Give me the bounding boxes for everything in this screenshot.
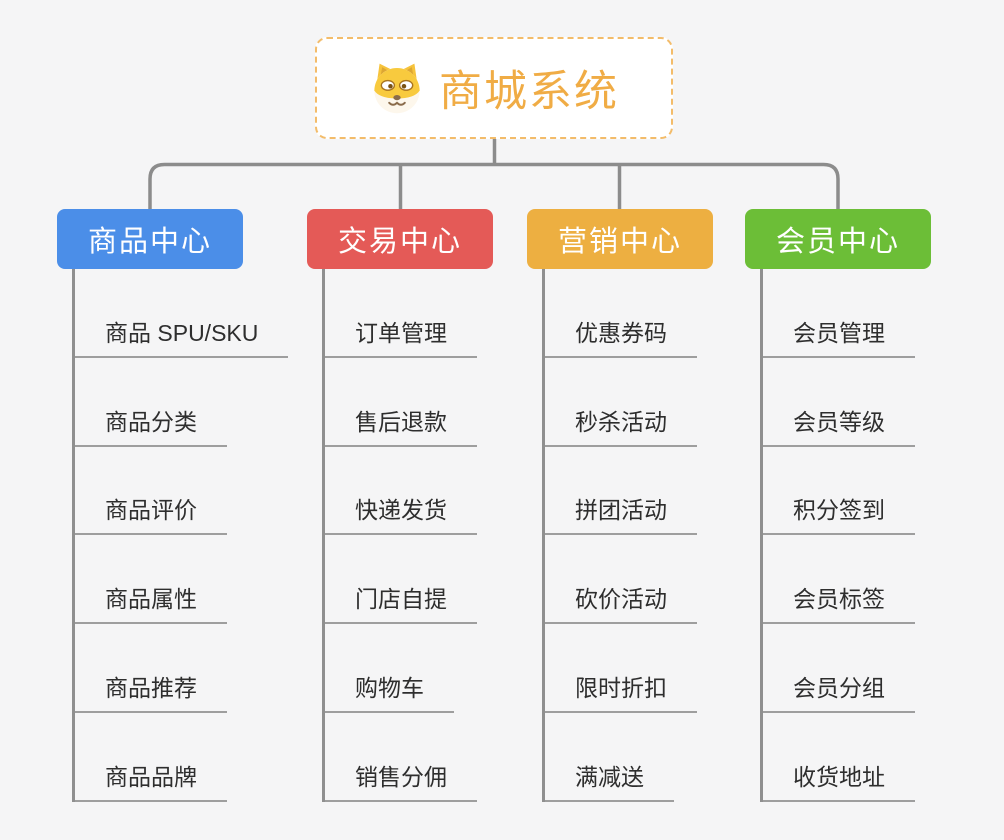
- topic-item[interactable]: 商品品牌: [75, 713, 227, 802]
- topic-item[interactable]: 销售分佣: [325, 713, 477, 802]
- dog-face-icon: [369, 61, 425, 115]
- topic-item[interactable]: 商品评价: [75, 447, 227, 536]
- root-title: 商城系统: [439, 68, 619, 116]
- topic-item[interactable]: 限时折扣: [545, 624, 697, 713]
- branch-item-list: 商品 SPU/SKU 商品分类 商品评价 商品属性 商品推荐 商品品牌: [72, 269, 289, 802]
- branch-item-list: 订单管理 售后退款 快递发货 门店自提 购物车 销售分佣: [322, 269, 493, 802]
- topic-item[interactable]: 快递发货: [325, 447, 477, 536]
- topic-item[interactable]: 订单管理: [325, 269, 477, 358]
- topic-item[interactable]: 商品推荐: [75, 624, 227, 713]
- topic-item[interactable]: 会员分组: [763, 624, 915, 713]
- branch-header-member-center[interactable]: 会员中心: [745, 209, 931, 269]
- branch-header-product-center[interactable]: 商品中心: [57, 209, 243, 269]
- branch-item-list: 优惠券码 秒杀活动 拼团活动 砍价活动 限时折扣 满减送: [542, 269, 713, 802]
- topic-item[interactable]: 商品属性: [75, 535, 227, 625]
- topic-item[interactable]: 满减送: [545, 713, 674, 802]
- topic-item[interactable]: 收货地址: [763, 713, 915, 802]
- branch-product-center: 商品中心 商品 SPU/SKU 商品分类 商品评价 商品属性 商品推荐 商品品牌: [57, 209, 289, 802]
- topic-item[interactable]: 优惠券码: [545, 269, 697, 358]
- topic-item[interactable]: 门店自提: [325, 535, 477, 625]
- branch-trade-center: 交易中心 订单管理 售后退款 快递发货 门店自提 购物车 销售分佣: [307, 209, 493, 802]
- branch-marketing-center: 营销中心 优惠券码 秒杀活动 拼团活动 砍价活动 限时折扣 满减送: [527, 209, 713, 802]
- topic-item[interactable]: 售后退款: [325, 358, 477, 447]
- topic-item[interactable]: 会员管理: [763, 269, 915, 358]
- topic-item[interactable]: 商品分类: [75, 358, 227, 447]
- topic-item[interactable]: 秒杀活动: [545, 358, 697, 447]
- topic-item[interactable]: 会员标签: [763, 535, 915, 625]
- branch-item-list: 会员管理 会员等级 积分签到 会员标签 会员分组 收货地址: [760, 269, 931, 802]
- branch-header-marketing-center[interactable]: 营销中心: [527, 209, 713, 269]
- branch-header-trade-center[interactable]: 交易中心: [307, 209, 493, 269]
- topic-item[interactable]: 砍价活动: [545, 535, 697, 625]
- topic-item[interactable]: 商品 SPU/SKU: [75, 269, 289, 358]
- topic-item[interactable]: 会员等级: [763, 358, 915, 447]
- topic-item[interactable]: 拼团活动: [545, 447, 697, 536]
- branch-bus-line: [148, 162, 840, 210]
- topic-item[interactable]: 积分签到: [763, 447, 915, 536]
- root-node[interactable]: 商城系统: [315, 37, 673, 139]
- branch-member-center: 会员中心 会员管理 会员等级 积分签到 会员标签 会员分组 收货地址: [745, 209, 931, 802]
- topic-item[interactable]: 购物车: [325, 624, 454, 713]
